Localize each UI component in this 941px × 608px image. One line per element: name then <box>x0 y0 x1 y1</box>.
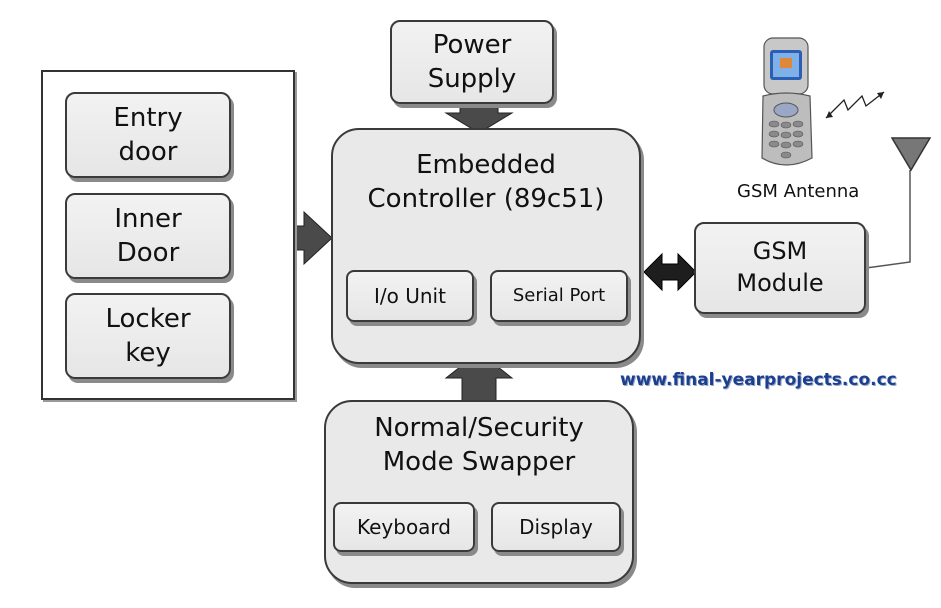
display-label: Display <box>519 514 593 539</box>
embedded-controller-title: Embedded Controller (89c51) <box>367 150 605 215</box>
locker-key-box: Locker key <box>65 293 231 379</box>
gsm-module-box: GSM Module <box>694 222 866 314</box>
antenna-wire <box>865 170 911 269</box>
antenna-icon <box>890 137 932 172</box>
embedded-controller-block <box>331 128 641 364</box>
display-box: Display <box>491 502 621 552</box>
inner-door-label: Inner Door <box>114 203 182 268</box>
mode-swapper-block <box>324 400 634 584</box>
gsm-antenna-label: GSM Antenna <box>737 181 860 202</box>
mode-arrow <box>444 351 514 402</box>
serial-bidirectional-arrow <box>643 252 697 292</box>
signal-wave-icon <box>825 91 885 119</box>
mobile-phone-icon <box>761 37 813 166</box>
serial-port-label: Serial Port <box>512 285 606 307</box>
power-supply-label: Power Supply <box>427 29 517 94</box>
gsm-module-label: GSM Module <box>736 237 824 297</box>
io-unit-box: I/o Unit <box>346 270 474 322</box>
power-arrow <box>444 103 514 134</box>
inner-door-box: Inner Door <box>65 193 231 279</box>
io-unit-label: I/o Unit <box>374 283 446 308</box>
keyboard-box: Keyboard <box>333 502 475 552</box>
mode-swapper-title: Normal/Security Mode Swapper <box>374 413 584 478</box>
entry-door-label: Entry door <box>113 102 183 167</box>
serial-port-box: Serial Port <box>490 270 628 322</box>
locker-key-label: Locker key <box>105 303 191 368</box>
entry-door-box: Entry door <box>65 92 231 178</box>
keyboard-label: Keyboard <box>356 514 451 539</box>
website-watermark: www.final-yearprojects.co.cc <box>620 370 897 390</box>
power-supply-box: Power Supply <box>390 20 554 104</box>
